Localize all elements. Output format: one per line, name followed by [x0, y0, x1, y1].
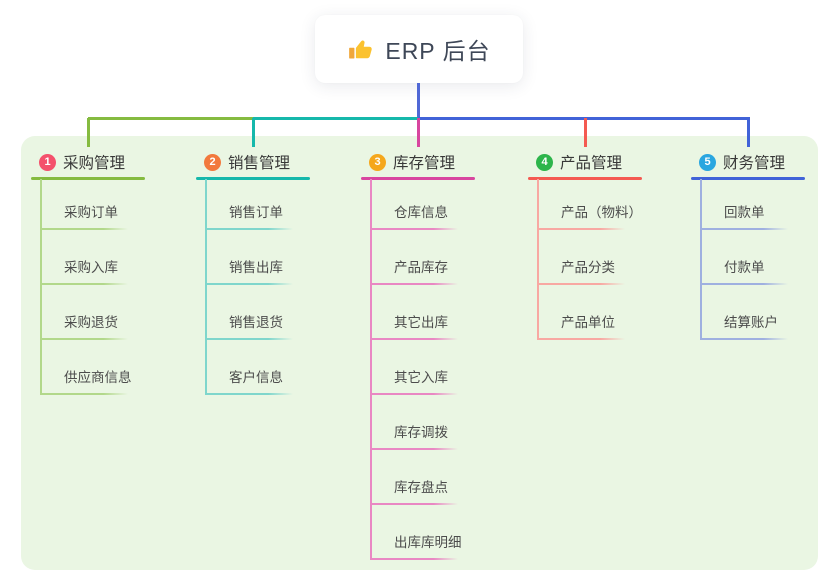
branch-node[interactable]: 4 产品管理 [526, 148, 648, 176]
branch-number-badge: 2 [204, 153, 221, 171]
branch-number-badge: 4 [536, 153, 553, 171]
branch-drop-line [86, 118, 90, 147]
leaf-underline [40, 393, 128, 395]
branch-trunk-line [205, 179, 207, 395]
branch-header-underline [691, 177, 805, 180]
leaf-underline [370, 393, 458, 395]
connector-bus-segment [253, 117, 419, 120]
leaf-underline [537, 228, 625, 230]
root-label: ERP 后台 [385, 38, 491, 64]
branch-header-underline [196, 177, 310, 180]
leaf-underline [370, 228, 458, 230]
leaf-node[interactable]: 出库库明细 [394, 535, 462, 550]
leaf-node[interactable]: 回款单 [724, 205, 765, 220]
leaf-underline [537, 338, 625, 340]
leaf-node[interactable]: 结算账户 [724, 315, 778, 330]
branch-header-underline [528, 177, 642, 180]
leaf-node[interactable]: 产品库存 [394, 260, 448, 275]
leaf-node[interactable]: 产品分类 [561, 260, 615, 275]
leaf-node[interactable]: 产品（物料） [561, 205, 642, 220]
branch-drop-line [251, 118, 255, 147]
branch-label: 采购管理 [63, 155, 126, 172]
leaf-node[interactable]: 采购退货 [64, 315, 118, 330]
leaf-node[interactable]: 销售出库 [229, 260, 283, 275]
leaf-underline [700, 283, 788, 285]
thumbs-up-icon [347, 36, 374, 63]
leaf-underline [205, 393, 293, 395]
leaf-node[interactable]: 销售退货 [229, 315, 283, 330]
branch-trunk-line [370, 179, 372, 560]
leaf-underline [370, 558, 458, 560]
branch-trunk-line [40, 179, 42, 395]
branch-label: 销售管理 [228, 155, 291, 172]
branch-header-underline [361, 177, 475, 180]
leaf-node[interactable]: 供应商信息 [64, 370, 132, 385]
branch-node[interactable]: 5 财务管理 [689, 148, 811, 176]
connector-bus-segment [88, 117, 254, 120]
branch-drop-line [416, 118, 420, 147]
leaf-node[interactable]: 客户信息 [229, 370, 283, 385]
branch-header-underline [31, 177, 145, 180]
leaf-underline [700, 338, 788, 340]
branch-label: 产品管理 [560, 155, 623, 172]
leaf-node[interactable]: 付款单 [724, 260, 765, 275]
leaf-underline [205, 338, 293, 340]
leaf-node[interactable]: 仓库信息 [394, 205, 448, 220]
leaf-underline [370, 448, 458, 450]
branch-node[interactable]: 3 库存管理 [359, 148, 481, 176]
branch-node[interactable]: 2 销售管理 [194, 148, 316, 176]
root-node[interactable]: ERP 后台 [315, 15, 523, 83]
leaf-underline [205, 228, 293, 230]
leaf-underline [370, 283, 458, 285]
leaf-underline [537, 283, 625, 285]
leaf-underline [370, 338, 458, 340]
leaf-node[interactable]: 采购入库 [64, 260, 118, 275]
root-connector-line [416, 83, 420, 120]
leaf-node[interactable]: 其它入库 [394, 370, 448, 385]
leaf-underline [40, 283, 128, 285]
leaf-node[interactable]: 销售订单 [229, 205, 283, 220]
leaf-node[interactable]: 库存调拨 [394, 425, 448, 440]
branches-panel [21, 136, 818, 570]
branch-trunk-line [537, 179, 539, 340]
branch-label: 库存管理 [393, 155, 456, 172]
leaf-underline [40, 338, 128, 340]
branch-number-badge: 1 [39, 153, 56, 171]
leaf-underline [205, 283, 293, 285]
branch-number-badge: 3 [369, 153, 386, 171]
branch-label: 财务管理 [723, 155, 786, 172]
leaf-underline [40, 228, 128, 230]
leaf-node[interactable]: 产品单位 [561, 315, 615, 330]
leaf-node[interactable]: 采购订单 [64, 205, 118, 220]
leaf-node[interactable]: 库存盘点 [394, 480, 448, 495]
leaf-underline [700, 228, 788, 230]
leaf-underline [370, 503, 458, 505]
branch-trunk-line [700, 179, 702, 340]
leaf-node[interactable]: 其它出库 [394, 315, 448, 330]
branch-drop-line [746, 118, 750, 147]
branch-drop-line [583, 118, 587, 147]
branch-number-badge: 5 [699, 153, 716, 171]
branch-node[interactable]: 1 采购管理 [29, 148, 151, 176]
